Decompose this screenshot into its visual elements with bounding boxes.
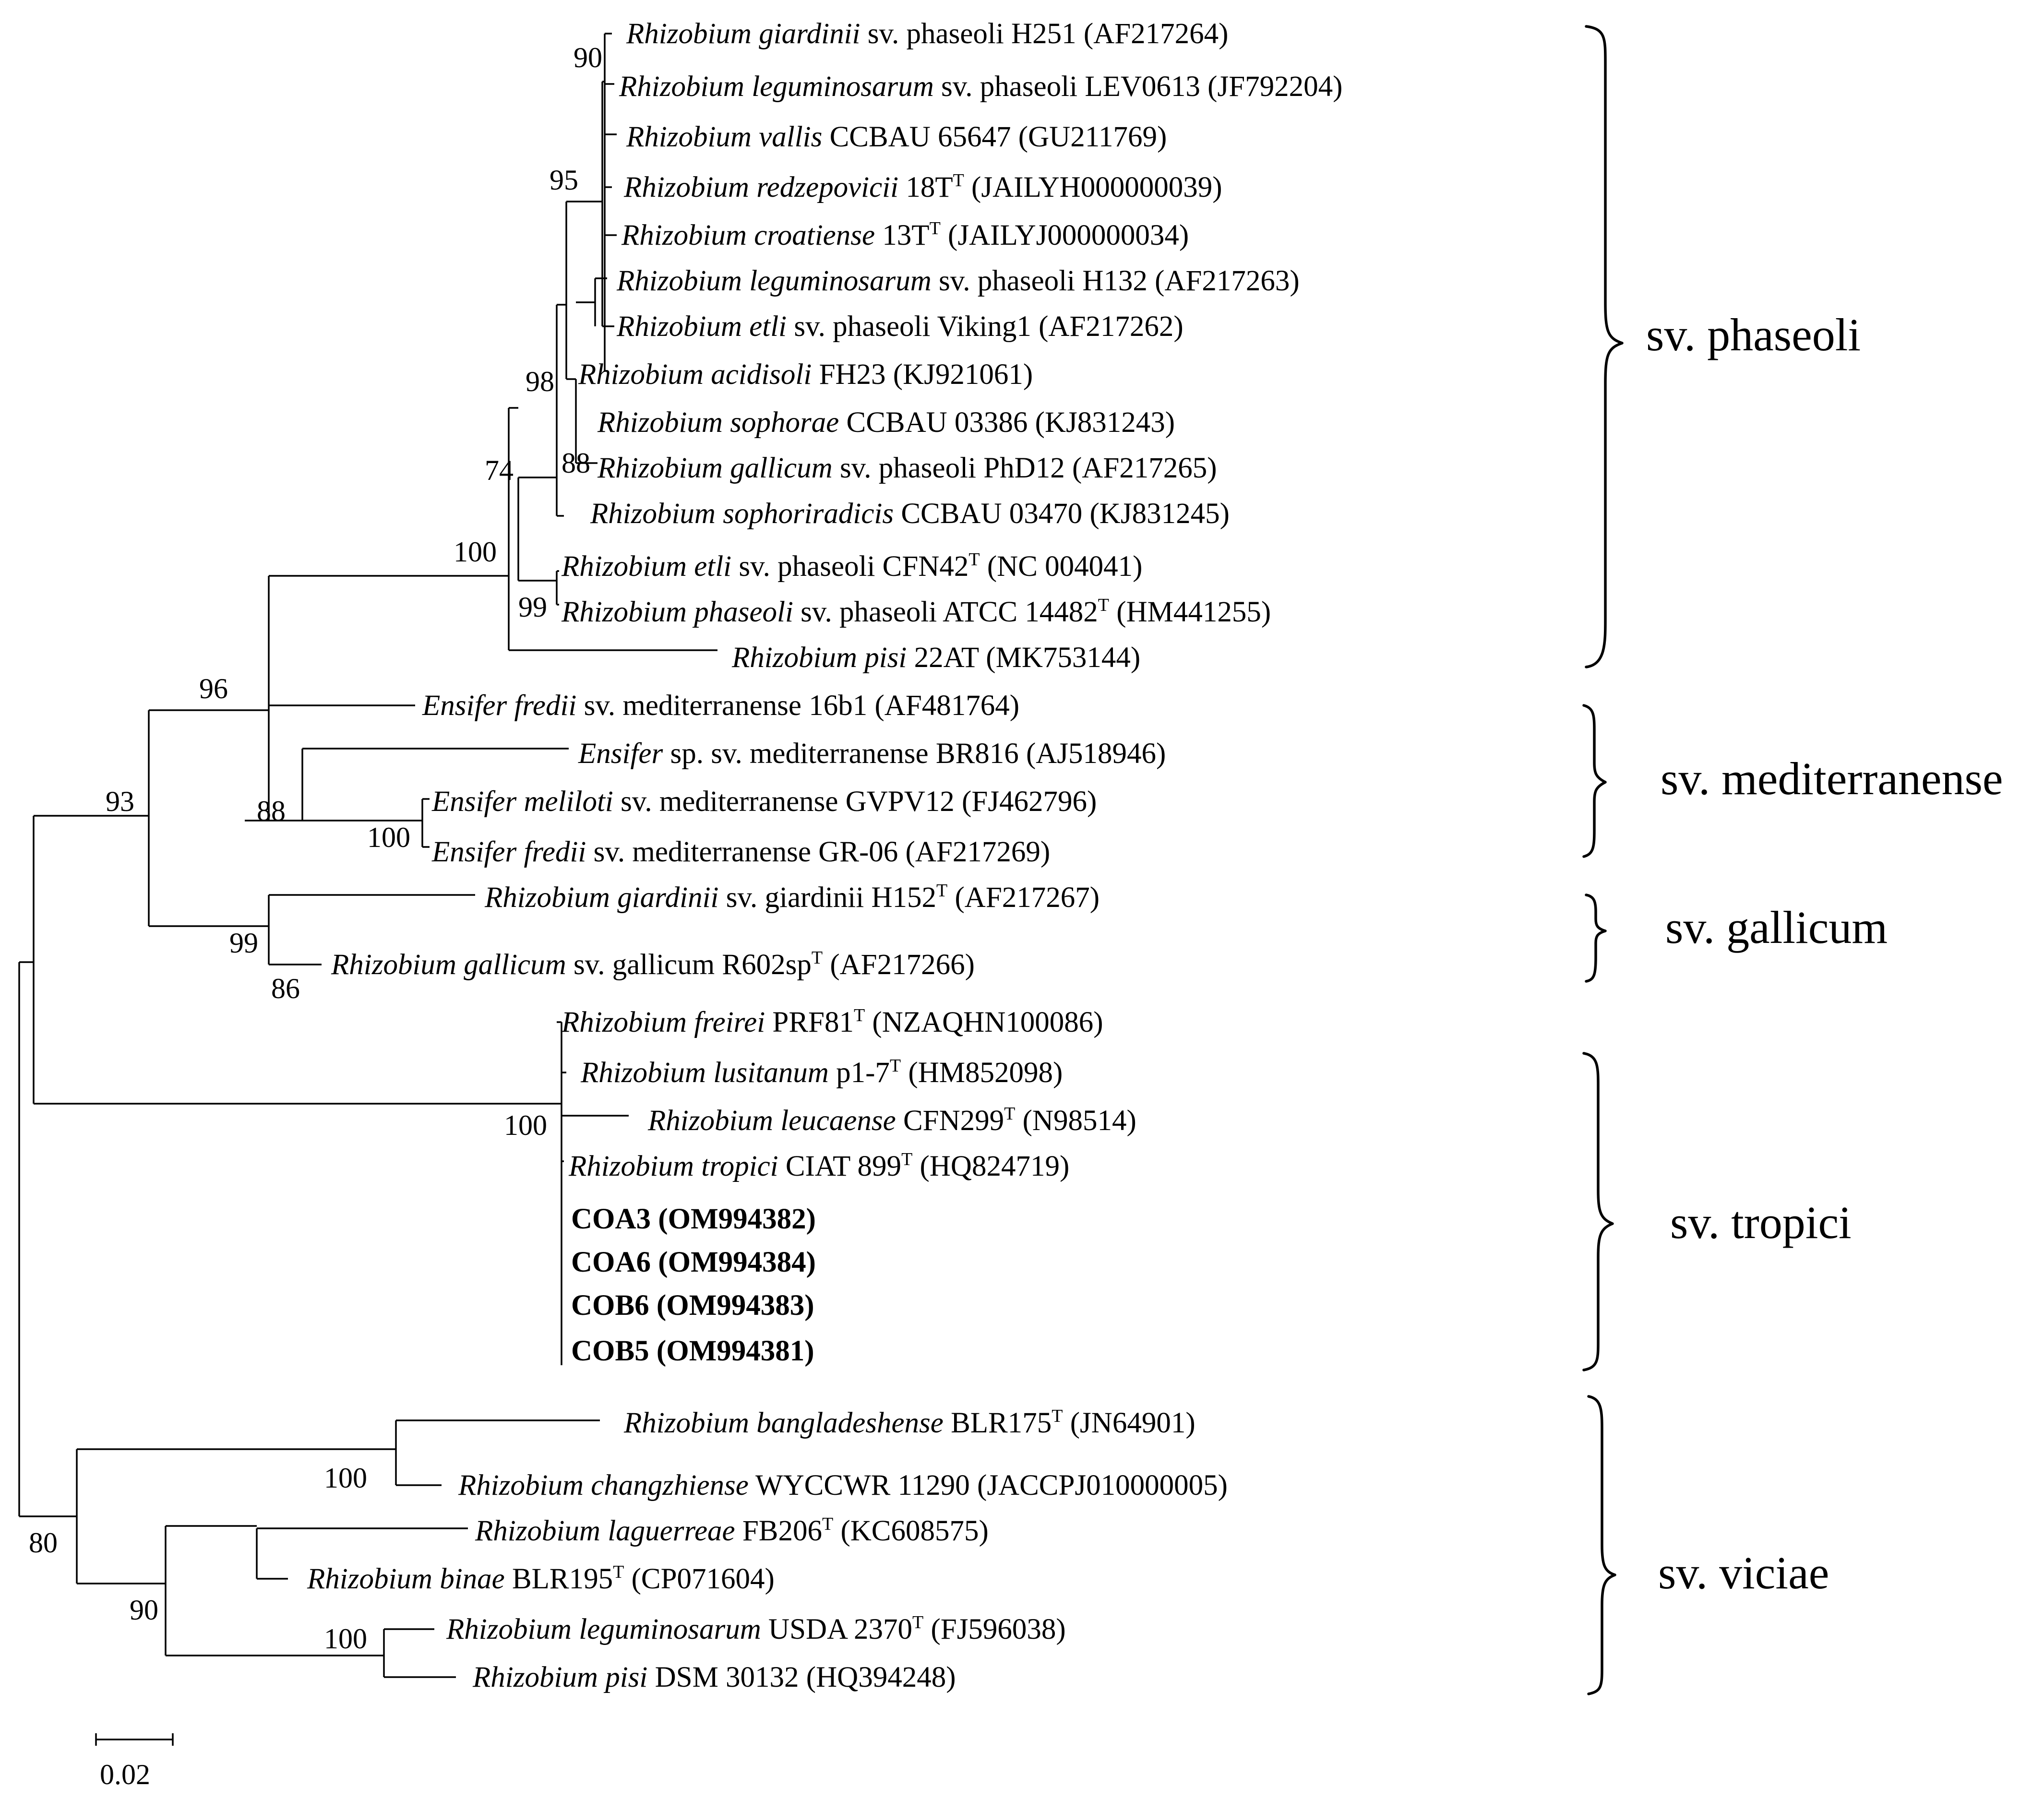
leaf-label: Rhizobium phaseoli sv. phaseoli ATCC 144… bbox=[561, 595, 1271, 628]
leaf-label: Rhizobium gallicum sv. gallicum R602spT … bbox=[331, 948, 975, 981]
leaf-label: Rhizobium croatiense 13TT (JAILYJ0000000… bbox=[621, 218, 1189, 251]
bootstrap-values: 90 95 98 88 74 100 99 96 88 100 93 99 86 100 100 80 90 10… bbox=[29, 42, 602, 1655]
leaf-label: Rhizobium sophoriradicis CCBAU 03470 (KJ… bbox=[590, 498, 1230, 530]
brace-sv-tropici bbox=[1582, 1052, 1614, 1371]
bootstrap-value: 99 bbox=[229, 927, 258, 959]
leaf-label: Rhizobium etli sv. phaseoli Viking1 (AF2… bbox=[616, 310, 1183, 343]
leaf-label: Rhizobium pisi 22AT (MK753144) bbox=[731, 642, 1140, 674]
leaf-label: COB6 (OM994383) bbox=[571, 1289, 814, 1322]
leaf-label: Rhizobium leguminosarum sv. phaseoli LEV… bbox=[619, 71, 1342, 103]
clade-label-sv-mediterranense: sv. mediterranense bbox=[1661, 753, 2003, 804]
bootstrap-value: 80 bbox=[29, 1527, 58, 1559]
leaf-label: Rhizobium giardinii sv. giardinii H152T … bbox=[484, 881, 1100, 914]
leaf-label: COB5 (OM994381) bbox=[571, 1335, 814, 1367]
leaf-label: Rhizobium sophorae CCBAU 03386 (KJ831243… bbox=[597, 406, 1175, 439]
leaf-label: Rhizobium leguminosarum USDA 2370T (FJ59… bbox=[446, 1612, 1066, 1645]
bootstrap-value: 93 bbox=[106, 786, 134, 817]
leaf-label: Rhizobium acidisoli FH23 (KJ921061) bbox=[578, 358, 1033, 391]
bootstrap-value: 90 bbox=[130, 1594, 158, 1626]
bootstrap-value: 95 bbox=[550, 164, 578, 196]
tree-branches bbox=[18, 33, 717, 1678]
clade-label-sv-tropici: sv. tropici bbox=[1670, 1197, 1852, 1248]
leaf-labels: Rhizobium giardinii sv. phaseoli H251 (A… bbox=[307, 18, 1342, 1693]
leaf-label: COA6 (OM994384) bbox=[571, 1246, 816, 1278]
bootstrap-value: 88 bbox=[562, 447, 590, 479]
leaf-label: Rhizobium lusitanum p1-7T (HM852098) bbox=[580, 1056, 1063, 1089]
bootstrap-value: 98 bbox=[526, 366, 554, 397]
bootstrap-value: 74 bbox=[485, 454, 514, 486]
bootstrap-value: 96 bbox=[199, 673, 228, 704]
brace-sv-mediterranense bbox=[1582, 704, 1607, 858]
clade-label-sv-viciae: sv. viciae bbox=[1658, 1547, 1829, 1598]
bootstrap-value: 90 bbox=[574, 42, 602, 73]
scale-bar-label: 0.02 bbox=[100, 1759, 150, 1790]
leaf-label: Rhizobium pisi DSM 30132 (HQ394248) bbox=[472, 1661, 956, 1693]
leaf-label: Rhizobium leucaense CFN299T (N98514) bbox=[647, 1104, 1136, 1137]
bootstrap-value: 88 bbox=[257, 795, 286, 827]
leaf-label: Ensifer meliloti sv. mediterranense GVPV… bbox=[431, 786, 1097, 818]
leaf-label: Ensifer sp. sv. mediterranense BR816 (AJ… bbox=[578, 738, 1166, 770]
brace-sv-viciae bbox=[1587, 1395, 1616, 1695]
brace-sv-phaseoli bbox=[1585, 25, 1624, 668]
clade-labels: sv. phaseoli sv. mediterranense sv. gall… bbox=[1646, 309, 2003, 1598]
leaf-label: Rhizobium leguminosarum sv. phaseoli H13… bbox=[616, 265, 1300, 297]
leaf-label: Ensifer fredii sv. mediterranense GR-06 … bbox=[431, 836, 1050, 868]
leaf-label: Rhizobium etli sv. phaseoli CFN42T (NC 0… bbox=[561, 549, 1142, 583]
leaf-label: Ensifer fredii sv. mediterranense 16b1 (… bbox=[422, 690, 1019, 722]
leaf-label: Rhizobium changzhiense WYCCWR 11290 (JAC… bbox=[458, 1469, 1228, 1501]
clade-label-sv-gallicum: sv. gallicum bbox=[1665, 902, 1888, 953]
bootstrap-value: 100 bbox=[454, 536, 497, 568]
leaf-label: Rhizobium tropici CIAT 899T (HQ824719) bbox=[568, 1149, 1069, 1182]
bootstrap-value: 100 bbox=[324, 1623, 367, 1655]
clade-braces bbox=[1582, 25, 1624, 1695]
clade-label-sv-phaseoli: sv. phaseoli bbox=[1646, 309, 1861, 360]
leaf-label: Rhizobium giardinii sv. phaseoli H251 (A… bbox=[626, 18, 1228, 50]
leaf-label: Rhizobium laguerreae FB206T (KC608575) bbox=[475, 1514, 989, 1547]
leaf-label: Rhizobium vallis CCBAU 65647 (GU211769) bbox=[626, 121, 1167, 153]
leaf-label: Rhizobium freirei PRF81T (NZAQHN100086) bbox=[561, 1005, 1103, 1038]
brace-sv-gallicum bbox=[1585, 894, 1607, 983]
bootstrap-value: 86 bbox=[271, 973, 300, 1004]
bootstrap-value: 100 bbox=[324, 1462, 367, 1494]
bootstrap-value: 100 bbox=[367, 822, 410, 853]
bootstrap-value: 100 bbox=[504, 1109, 547, 1141]
scale-bar: 0.02 bbox=[95, 1733, 174, 1790]
leaf-label: Rhizobium bangladeshense BLR175T (JN6490… bbox=[623, 1406, 1195, 1439]
leaf-label: Rhizobium redzepovicii 18TT (JAILYH00000… bbox=[623, 170, 1222, 203]
leaf-label: Rhizobium binae BLR195T (CP071604) bbox=[307, 1562, 775, 1595]
leaf-label: COA3 (OM994382) bbox=[571, 1203, 816, 1235]
leaf-label: Rhizobium gallicum sv. phaseoli PhD12 (A… bbox=[597, 452, 1217, 484]
bootstrap-value: 99 bbox=[518, 591, 547, 623]
